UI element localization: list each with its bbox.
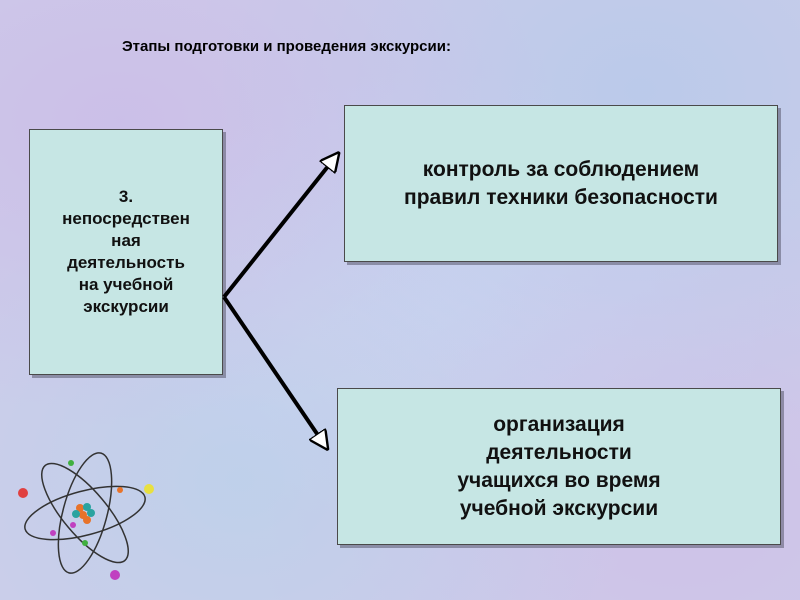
- stage-box: 3. непосредствен ная деятельность на уче…: [29, 129, 223, 375]
- diagram-title: Этапы подготовки и проведения экскурсии:: [122, 38, 451, 55]
- safety-control-box: контроль за соблюдением правил техники б…: [344, 105, 778, 262]
- arrow-to-top-box: [222, 155, 337, 299]
- student-activity-box: организация деятельности учащихся во вре…: [337, 388, 781, 545]
- arrow-to-bottom-box: [222, 295, 326, 447]
- atom-icon: [18, 452, 154, 580]
